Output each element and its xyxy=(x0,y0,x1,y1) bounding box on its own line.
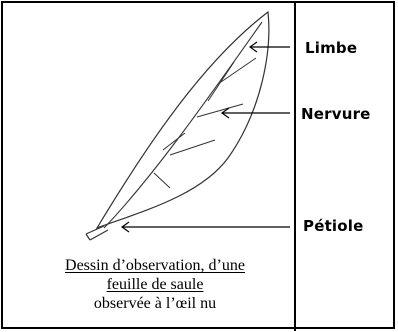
arrow-limbe xyxy=(248,41,290,53)
figure-caption: Dessin d’observation, d’une feuille de s… xyxy=(20,256,290,313)
arrow-nervure xyxy=(220,107,290,119)
leaf-blade-outline xyxy=(95,10,270,230)
caption-line-2: feuille de saule xyxy=(106,276,204,293)
leaf-midrib xyxy=(103,21,263,229)
caption-line-1: Dessin d’observation, d’une xyxy=(65,257,245,274)
diagram-frame xyxy=(1,1,395,329)
label-limbe: Limbe xyxy=(305,39,358,57)
arrow-petiole xyxy=(120,221,290,233)
label-nervure: Nervure xyxy=(301,105,371,123)
label-column-divider xyxy=(294,1,296,331)
leaf-petiole xyxy=(85,225,109,241)
label-petiole: Pétiole xyxy=(303,217,364,235)
caption-line-3: observée à l’œil nu xyxy=(93,295,217,312)
leaf-secondary-veins xyxy=(153,57,257,189)
